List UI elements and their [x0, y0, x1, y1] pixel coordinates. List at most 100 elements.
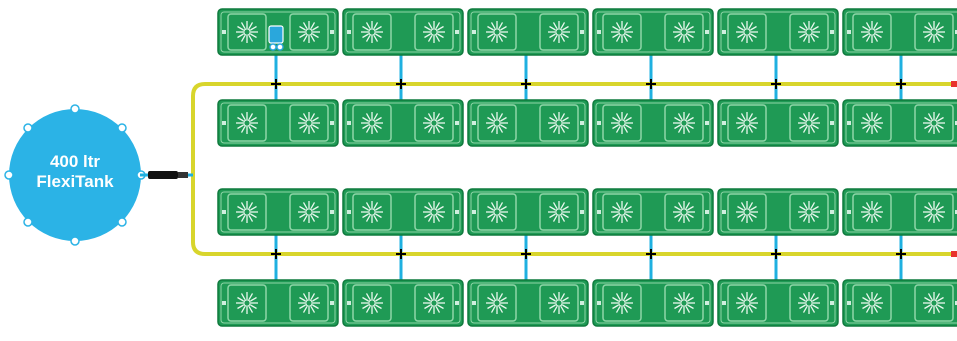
sunburst-ray [375, 25, 382, 31]
drip-connectors [274, 55, 903, 280]
sunburst-ray [685, 306, 691, 313]
sunburst-ray [927, 215, 933, 222]
pot [602, 284, 642, 322]
sunburst-ray [935, 126, 941, 133]
sunburst-dripper-icon [798, 292, 820, 314]
pot [664, 193, 704, 231]
tray-tab [955, 121, 957, 125]
sunburst-ray [302, 22, 308, 29]
pot [664, 284, 704, 322]
sunburst-center [430, 208, 438, 216]
sunburst-ray [802, 113, 808, 120]
sunburst-ray [927, 306, 933, 313]
sunburst-ray [937, 304, 944, 310]
sunburst-ray [302, 215, 308, 222]
sunburst-ray [875, 116, 882, 122]
sunburst-ray [549, 124, 556, 130]
pot [414, 193, 454, 231]
sunburst-ray [427, 293, 433, 300]
tray-tab [472, 301, 476, 305]
tray-tab [472, 30, 476, 34]
sunburst-ray [612, 116, 619, 122]
sunburst-center [493, 119, 501, 127]
flexitank [4, 104, 146, 246]
sunburst-ray [437, 25, 444, 31]
sunburst-ray [674, 116, 681, 122]
pot-frame [664, 193, 704, 231]
sunburst-ray [562, 124, 569, 130]
sunburst-dripper-icon [611, 201, 633, 223]
tray-rim [220, 11, 336, 53]
sunburst-ray [810, 293, 816, 300]
sunburst-ray [812, 205, 819, 211]
sunburst-ray [362, 296, 369, 302]
sunburst-ray [927, 35, 933, 42]
sunburst-ray [750, 124, 757, 130]
pot-frame [539, 13, 579, 51]
sunburst-center [930, 119, 938, 127]
tray-tab [347, 210, 351, 214]
pot [602, 13, 642, 51]
tray [592, 99, 714, 147]
sunburst-ray [740, 215, 746, 222]
sunburst-ray [740, 293, 746, 300]
sunburst-ray [487, 33, 494, 39]
sunburst-center [805, 28, 813, 36]
sunburst-ray [873, 35, 879, 42]
sunburst-center [868, 28, 876, 36]
sunburst-ray [435, 293, 441, 300]
sunburst-center [493, 28, 501, 36]
sunburst-ray [802, 293, 808, 300]
sunburst-ray [500, 116, 507, 122]
sunburst-ray [615, 202, 621, 209]
sunburst-ray [799, 124, 806, 130]
sunburst-ray [802, 35, 808, 42]
sunburst-ray [490, 306, 496, 313]
tray [717, 279, 839, 327]
pot [414, 13, 454, 51]
sunburst-ray [924, 205, 931, 211]
sunburst-ray [625, 296, 632, 302]
sunburst-ray [237, 304, 244, 310]
sunburst-center [618, 119, 626, 127]
sunburst-ray [625, 116, 632, 122]
sunburst-ray [310, 202, 316, 209]
tray-tab [830, 30, 834, 34]
sunburst-ray [687, 296, 694, 302]
pipe-end-cap [951, 251, 957, 257]
sunburst-ray [552, 202, 558, 209]
sunburst-ray [237, 213, 244, 219]
sunburst-ray [865, 113, 871, 120]
sunburst-ray [862, 33, 869, 39]
sunburst-ray [748, 306, 754, 313]
pot-frame [227, 104, 267, 142]
sunburst-ray [750, 116, 757, 122]
sunburst-ray [365, 113, 371, 120]
sunburst-ray [437, 304, 444, 310]
sunburst-ray [487, 25, 494, 31]
sunburst-ray [802, 306, 808, 313]
valve-foot [269, 43, 277, 51]
sunburst-ray [685, 202, 691, 209]
sunburst-dripper-icon [486, 201, 508, 223]
sunburst-ray [937, 33, 944, 39]
sunburst-dripper-icon [736, 21, 758, 43]
sunburst-ray [365, 215, 371, 222]
sunburst-ray [375, 296, 382, 302]
sunburst-ray [237, 296, 244, 302]
sunburst-ray [685, 113, 691, 120]
sunburst-ray [310, 306, 316, 313]
tray-rim [345, 191, 461, 233]
tank-label-line1: 400 ltr [49, 152, 101, 171]
pot-frame [227, 13, 267, 51]
sunburst-ray [562, 205, 569, 211]
sunburst-ray [549, 33, 556, 39]
tray-rim [470, 191, 586, 233]
pot [727, 104, 767, 142]
sunburst-ray [549, 205, 556, 211]
sunburst-ray [812, 124, 819, 130]
tray-tab [722, 30, 726, 34]
pot-frame [789, 193, 829, 231]
sunburst-ray [362, 25, 369, 31]
pot-frame [727, 193, 767, 231]
